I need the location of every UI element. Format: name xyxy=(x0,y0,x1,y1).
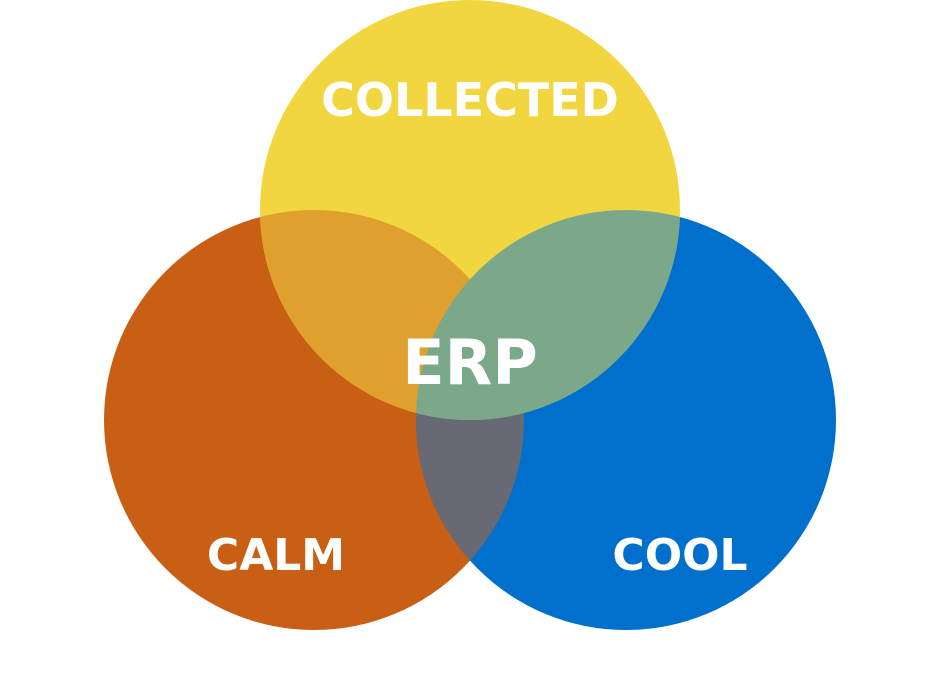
label-center-erp: ERP xyxy=(402,326,538,399)
label-cool: COOL xyxy=(612,530,748,581)
overlap-collected-cool xyxy=(416,210,680,420)
label-calm: CALM xyxy=(206,530,346,581)
overlap-collected-calm xyxy=(260,210,524,420)
label-collected: COLLECTED xyxy=(321,73,619,127)
